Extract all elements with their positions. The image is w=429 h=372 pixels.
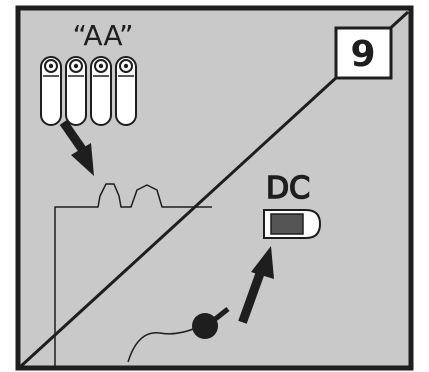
- step-badge: [334, 26, 393, 80]
- dc-socket-icon: [263, 209, 322, 239]
- aa-battery-group: [40, 56, 137, 126]
- aa-battery-icon: [40, 56, 62, 126]
- aa-battery-icon: [115, 56, 137, 126]
- aa-battery-icon: [90, 56, 112, 126]
- arrow-up-icon: [238, 246, 274, 324]
- step-number: 9: [350, 34, 375, 75]
- dc-plug-icon: [127, 307, 230, 363]
- aa-battery-icon: [65, 56, 87, 126]
- battery-compartment-outline: [54, 183, 212, 367]
- dc-label: DC: [266, 171, 310, 206]
- arrow-down-icon: [59, 119, 94, 176]
- battery-label: “AA”: [72, 19, 133, 52]
